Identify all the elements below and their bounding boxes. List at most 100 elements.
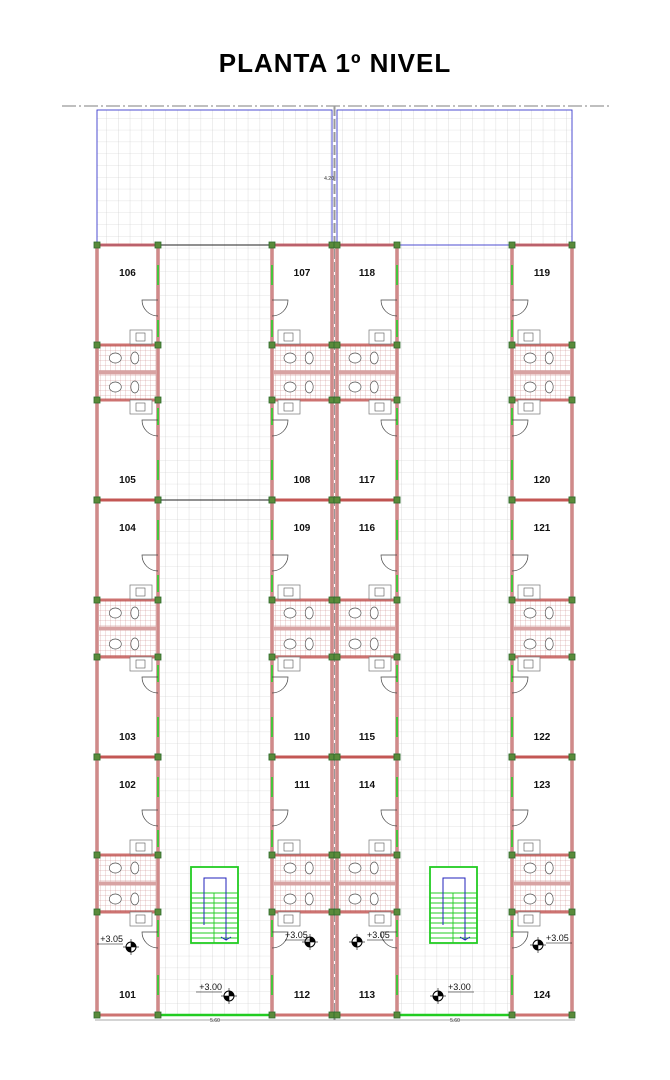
structural-column [333, 851, 341, 859]
washbasin-icon [348, 893, 362, 905]
structural-column [333, 396, 341, 404]
sink-icon [374, 402, 385, 412]
dimension-label: 4.20 [324, 176, 334, 182]
room-number: 119 [534, 268, 551, 279]
room-number: 104 [119, 523, 136, 534]
toilet-icon [304, 861, 314, 875]
washbasin-icon [108, 352, 122, 364]
structural-column [393, 396, 401, 404]
structural-column [154, 908, 162, 916]
sink-icon [283, 332, 294, 342]
toilet-icon [369, 380, 379, 394]
structural-column [393, 596, 401, 604]
toilet-icon [544, 892, 554, 906]
room-number: 103 [119, 732, 136, 743]
washbasin-icon [283, 352, 297, 364]
plan-title: PLANTA 1º NIVEL [218, 48, 452, 78]
structural-column [154, 396, 162, 404]
dimension-label: 5.60 [450, 1018, 460, 1024]
toilet-icon [130, 351, 140, 365]
washbasin-icon [348, 352, 362, 364]
structural-column [568, 496, 576, 504]
sink-icon [283, 914, 294, 924]
door-swing-icon [380, 931, 398, 949]
structural-column [568, 241, 576, 249]
room-number: 105 [119, 475, 136, 486]
toilet-icon [544, 351, 554, 365]
room-number: 113 [359, 990, 376, 1001]
level-label: +3.05 [285, 930, 308, 940]
washbasin-icon [523, 862, 537, 874]
terrace-outline-right [336, 109, 573, 246]
structural-column [393, 753, 401, 761]
stair-arrow-icon [203, 877, 232, 941]
room-number: 122 [534, 732, 551, 743]
door-swing-icon [141, 809, 159, 827]
room-number: 102 [119, 780, 136, 791]
structural-column [333, 1011, 341, 1019]
door-swing-icon [271, 676, 289, 694]
washbasin-icon [348, 381, 362, 393]
room-number: 117 [359, 475, 376, 486]
room-number: 121 [534, 523, 551, 534]
washbasin-icon [523, 638, 537, 650]
sink-icon [374, 659, 385, 669]
structural-column [508, 851, 516, 859]
washbasin-icon [283, 862, 297, 874]
structural-column [154, 596, 162, 604]
room-number: 116 [359, 523, 376, 534]
structural-column [568, 396, 576, 404]
toilet-icon [130, 861, 140, 875]
structural-column [93, 396, 101, 404]
sink-icon [135, 842, 146, 852]
washbasin-icon [283, 607, 297, 619]
door-swing-icon [141, 931, 159, 949]
toilet-icon [304, 606, 314, 620]
washbasin-icon [523, 607, 537, 619]
door-swing-icon [380, 676, 398, 694]
door-swing-icon [141, 554, 159, 572]
door-swing-icon [271, 931, 289, 949]
toilet-icon [130, 892, 140, 906]
dimension-label: 5.60 [210, 1018, 220, 1024]
structural-column [93, 653, 101, 661]
sink-icon [374, 914, 385, 924]
door-swing-icon [141, 676, 159, 694]
room-number: 124 [534, 990, 551, 1001]
structural-column [508, 1011, 516, 1019]
structural-column [508, 596, 516, 604]
structural-column [508, 496, 516, 504]
stair-arrow-icon [442, 877, 471, 941]
sink-icon [374, 332, 385, 342]
room-number: 101 [119, 990, 136, 1001]
structural-column [268, 341, 276, 349]
toilet-icon [130, 606, 140, 620]
toilet-icon [544, 861, 554, 875]
room-number: 108 [294, 475, 311, 486]
structural-column [154, 851, 162, 859]
structural-column [268, 653, 276, 661]
structural-column [154, 653, 162, 661]
structural-column [333, 753, 341, 761]
washbasin-icon [523, 381, 537, 393]
structural-column [268, 596, 276, 604]
toilet-icon [544, 637, 554, 651]
washbasin-icon [348, 862, 362, 874]
toilet-icon [304, 892, 314, 906]
structural-column [333, 341, 341, 349]
room-number: 115 [359, 732, 376, 743]
structural-column [333, 653, 341, 661]
door-swing-icon [511, 809, 529, 827]
toilet-icon [130, 637, 140, 651]
washbasin-icon [348, 638, 362, 650]
structural-column [393, 851, 401, 859]
structural-column [93, 753, 101, 761]
structural-column [93, 596, 101, 604]
sink-icon [135, 402, 146, 412]
door-swing-icon [380, 419, 398, 437]
sink-icon [283, 659, 294, 669]
structural-column [333, 596, 341, 604]
sink-icon [523, 402, 534, 412]
toilet-icon [304, 351, 314, 365]
